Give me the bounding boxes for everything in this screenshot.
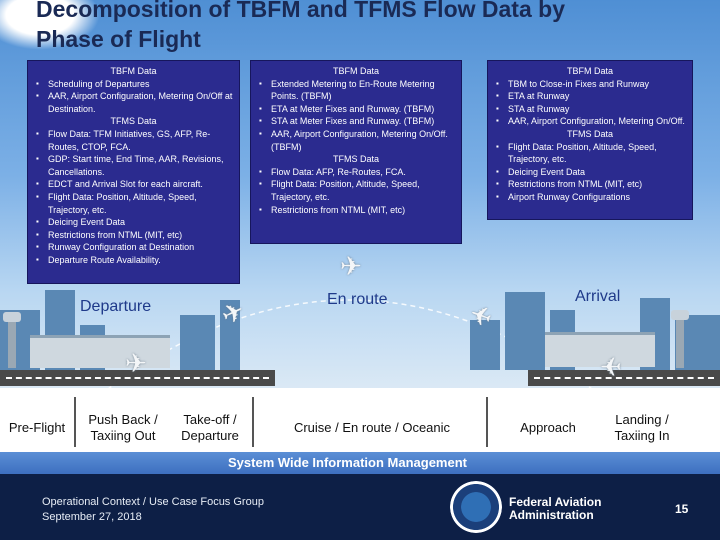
bullet-item: AAR, Airport Configuration, Metering On/… <box>34 90 233 115</box>
step-divider <box>252 397 254 447</box>
tfms-list: Flow Data: AFP, Re-Routes, FCA.Flight Da… <box>257 166 455 216</box>
tbfm-header: TBFM Data <box>332 66 379 76</box>
context-date: September 27, 2018 <box>42 511 142 523</box>
bullet-item: Deicing Event Data <box>34 216 233 229</box>
arrival-runway <box>528 370 720 386</box>
bullet-item: ETA at Runway <box>494 90 686 103</box>
bullet-item: Departure Route Availability. <box>34 254 233 267</box>
page-number: 15 <box>675 502 689 516</box>
step-preflight: Pre-Flight <box>8 420 66 435</box>
arrival-data-panel: TBFM Data TBM to Close-in Fixes and Runw… <box>487 60 693 220</box>
bullet-item: STA at Meter Fixes and Runway. (TBFM) <box>257 115 455 128</box>
tbfm-list: Scheduling of DeparturesAAR, Airport Con… <box>34 78 233 116</box>
tbfm-header: TBFM Data <box>566 66 613 76</box>
enroute-data-panel: TBFM Data Extended Metering to En-Route … <box>250 60 462 244</box>
bullet-item: STA at Runway <box>494 103 686 116</box>
step-divider <box>74 397 76 447</box>
context-line: Operational Context / Use Case Focus Gro… <box>42 496 264 508</box>
cloud-graphic <box>0 0 100 50</box>
departure-data-panel: TBFM Data Scheduling of DeparturesAAR, A… <box>27 60 240 284</box>
tbfm-list: TBM to Close-in Fixes and RunwayETA at R… <box>494 78 686 128</box>
agency-name: Federal Aviation Administration <box>509 496 601 522</box>
bullet-item: Flow Data: AFP, Re-Routes, FCA. <box>257 166 455 179</box>
tfms-list: Flight Data: Position, Altitude, Speed, … <box>494 141 686 204</box>
tfms-header: TFMS Data <box>332 154 379 165</box>
context-text: Operational Context / Use Case Focus Gro… <box>42 495 264 525</box>
bullet-item: Flow Data: TFM Initiatives, GS, AFP, Re-… <box>34 128 233 153</box>
tfms-header: TFMS Data <box>110 116 157 127</box>
bullet-item: Flight Data: Position, Altitude, Speed, … <box>494 141 686 166</box>
bullet-item: Flight Data: Position, Altitude, Speed, … <box>34 191 233 216</box>
bullet-item: Extended Metering to En-Route Metering P… <box>257 78 455 103</box>
arrival-terminal <box>545 332 655 367</box>
bullet-item: Scheduling of Departures <box>34 78 233 91</box>
tfms-list: Flow Data: TFM Initiatives, GS, AFP, Re-… <box>34 128 233 267</box>
tbfm-header: TBFM Data <box>110 66 157 76</box>
arrival-control-tower <box>671 310 689 368</box>
flight-steps-row <box>0 388 720 452</box>
phase-label-departure: Departure <box>80 298 152 315</box>
bullet-item: AAR, Airport Configuration, Metering On/… <box>257 128 455 153</box>
step-takeoff: Take-off / Departure <box>181 412 239 443</box>
tfms-header: TFMS Data <box>566 128 613 139</box>
bullet-item: Runway Configuration at Destination <box>34 241 233 254</box>
bullet-item: Airport Runway Configurations <box>494 191 686 204</box>
step-divider <box>486 397 488 447</box>
phase-label-arrival: Arrival <box>575 288 621 305</box>
swim-banner: System Wide Information Management <box>0 452 720 474</box>
cruising-airplane-icon: ✈ <box>340 251 362 281</box>
taxiing-airplane-icon: ✈ <box>125 348 147 378</box>
departure-terminal <box>30 335 170 368</box>
bullet-item: Restrictions from NTML (MIT, etc) <box>257 204 455 217</box>
step-pushback: Push Back / Taxiing Out <box>88 412 158 443</box>
agency-line-2: Administration <box>509 508 594 522</box>
agency-line-1: Federal Aviation <box>509 495 602 509</box>
departure-control-tower <box>3 312 21 368</box>
swim-banner-text: System Wide Information Management <box>228 455 467 470</box>
bullet-item: Deicing Event Data <box>494 166 686 179</box>
slide-footer: Operational Context / Use Case Focus Gro… <box>0 474 720 540</box>
step-cruise: Cruise / En route / Oceanic <box>293 420 451 435</box>
departure-runway <box>0 370 275 386</box>
bullet-item: GDP: Start time, End Time, AAR, Revision… <box>34 153 233 178</box>
landed-airplane-icon: ✈ <box>600 352 622 382</box>
bullet-item: AAR, Airport Configuration, Metering On/… <box>494 115 686 128</box>
tbfm-list: Extended Metering to En-Route Metering P… <box>257 78 455 154</box>
step-landing: Landing / Taxiing In <box>614 412 670 443</box>
bullet-item: Flight Data: Position, Altitude, Speed, … <box>257 178 455 203</box>
bullet-item: TBM to Close-in Fixes and Runway <box>494 78 686 91</box>
slide-title: Decomposition of TBFM and TFMS Flow Data… <box>36 0 565 52</box>
bullet-item: Restrictions from NTML (MIT, etc) <box>494 178 686 191</box>
phase-label-enroute: En route <box>327 291 388 308</box>
bullet-item: EDCT and Arrival Slot for each aircraft. <box>34 178 233 191</box>
faa-seal-icon <box>450 481 502 533</box>
bullet-item: Restrictions from NTML (MIT, etc) <box>34 229 233 242</box>
step-approach: Approach <box>520 420 576 435</box>
bullet-item: ETA at Meter Fixes and Runway. (TBFM) <box>257 103 455 116</box>
